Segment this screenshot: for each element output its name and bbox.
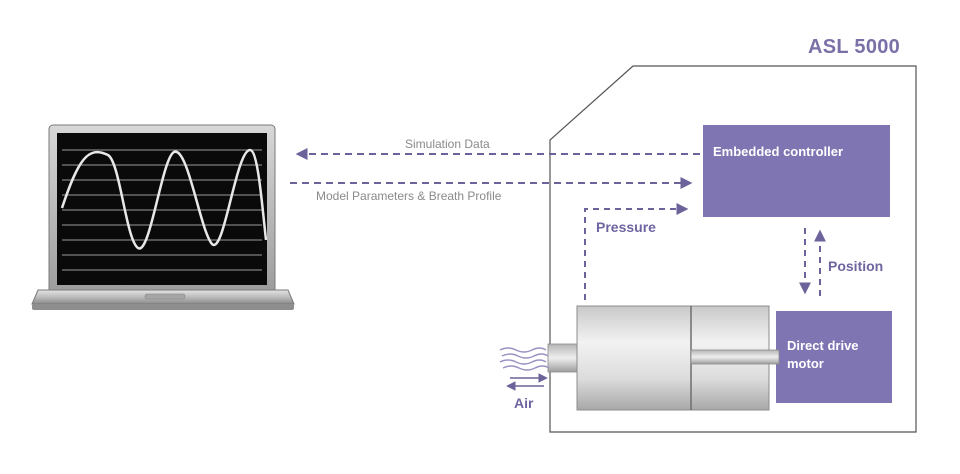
simulation-data-label: Simulation Data: [405, 137, 490, 151]
embedded-controller-label: Embedded controller: [713, 144, 844, 159]
position-label: Position: [828, 258, 884, 274]
sine-wave-icon: [60, 148, 268, 271]
embedded-controller-block: [703, 125, 890, 217]
direct-drive-motor-label: Direct drive motor: [787, 338, 859, 371]
model-parameters-label: Model Parameters & Breath Profile: [316, 189, 502, 203]
air-label: Air: [514, 395, 534, 411]
air-flow-icon: [499, 347, 550, 371]
direct-drive-motor-block: [776, 311, 892, 403]
pressure-arrow: [584, 203, 689, 300]
device-housing: [549, 65, 917, 433]
piston-cylinder-icon: [547, 305, 780, 411]
device-title: ASL 5000: [808, 36, 901, 58]
laptop-icon: [31, 124, 295, 310]
pressure-label: Pressure: [596, 219, 656, 235]
